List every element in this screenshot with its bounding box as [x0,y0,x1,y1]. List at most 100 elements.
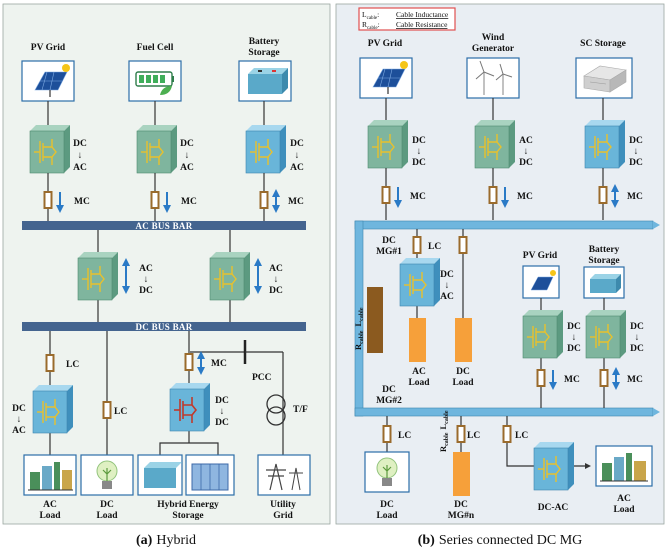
conv3-dc: DC [290,139,304,149]
r-dc-load-bulb-icon [364,451,410,493]
hes-conv-dc1: DC [215,396,229,406]
r-label-wind-1: Wind [482,33,505,43]
dc-load-bulb-icon [80,454,134,496]
caption-left-tag: (a) [136,533,153,548]
acdc2-ac: AC [269,264,283,274]
r-ac-load-icon [595,445,653,487]
pcc-label: PCC [252,373,272,383]
r-mg1-acload-1: AC [412,367,426,377]
mc-switch-fuelcell [150,191,160,209]
r-cable-rl-block [367,287,383,353]
conv1-dc: DC [73,139,87,149]
r-lc-switch-mg1 [412,236,422,254]
svg-text:(b)Series connected DC MG: (b)Series connected DC MG [418,533,583,548]
acdc1-arrow: ↓ [144,275,149,285]
r-mgn-r-sym: R [438,445,448,452]
r-cable-l-sub: cable [359,307,365,321]
r-bat-conv-arrow: ↓ [635,333,640,343]
conv2-dc: DC [180,139,194,149]
r-mg1-conv-ac: AC [440,292,454,302]
r-bat-label-2: Storage [588,256,619,266]
r-conv3-dc2: DC [629,158,643,168]
conv1-arrow: ↓ [78,151,83,161]
transformer-icon [266,394,286,426]
acdc1-ac: AC [139,264,153,274]
converter-acdc-2 [209,251,251,301]
dc-bus-label: DC BUS BAR [135,322,192,332]
r-lc-switch-mgn [456,425,466,443]
acdc1-dc: DC [139,286,153,296]
r-pv2-conv-dc1: DC [567,322,581,332]
lc-switch-dcload [102,401,112,419]
r-mg1-conv-dc: DC [440,270,454,280]
r-dc-load-bar [455,318,472,362]
r-mc-switch-pv [381,186,391,204]
conv2-ac: AC [180,163,194,173]
caption-right: Series connected DC MG [439,533,582,548]
r-lc-switch-mg1-dcload [458,236,468,254]
r-wind-turbine-icon [466,57,520,99]
conv2-arrow: ↓ [185,151,190,161]
r-lc-label-dcload2: LC [398,431,411,441]
r-mg1-conv-arrow: ↓ [445,281,450,291]
r-mc-switch-wind [488,186,498,204]
r-converter-pv-dcdc [367,119,409,169]
r-cable-r-sub: cable [359,330,365,344]
r-mgn-bar [453,452,470,496]
r-sc-storage-icon [575,57,633,99]
r-mgn-1: DC [454,500,468,510]
acload-conv-ac: AC [12,426,26,436]
fuel-cell-icon [128,60,182,102]
label-battery-storage-2: Storage [248,48,279,58]
acdc2-arrow: ↓ [274,275,279,285]
hybrid-storage-icon [137,454,235,496]
r-converter-mg1-dcac [399,257,441,307]
svg-text:Rcable:: Rcable: [362,20,380,31]
svg-text:Lcable:: Lcable: [362,10,379,21]
r-lc-label-mgn: LC [467,431,480,441]
r-conv2-ac: AC [519,136,533,146]
r-converter-sc-dcdc [584,119,626,169]
conv3-ac: AC [290,163,304,173]
lc-switch-acload [45,354,55,372]
label-hes-2: Storage [172,511,203,521]
r-mg1-2: MG#1 [376,247,402,257]
legend-l-text: Cable Inductance [396,10,449,19]
r-mg1-dcload-2: Load [452,378,474,388]
r-battery-icon [583,266,625,299]
r-conv2-dc: DC [519,158,533,168]
legend-r-colon: : [378,20,380,29]
cable-legend: Lcable: Cable Inductance Rcable: Cable R… [358,7,456,31]
mc-label-2: MC [181,197,197,207]
r-acload-2: Load [613,505,635,515]
svg-text:RcableLcable: RcableLcable [438,410,450,452]
r-mc-switch-pv2 [536,369,546,387]
r-mc-label-2: MC [517,192,533,202]
r-cable-l-sym: L [353,321,363,327]
r-pv2-conv-dc2: DC [567,344,581,354]
r-bat-conv-dc2: DC [630,344,644,354]
converter-fuelcell-dcac [136,124,178,174]
legend-l-colon: : [377,10,379,19]
r-acload-1: AC [617,494,631,504]
r-mc-switch-sc [598,186,608,204]
converter-hes-dcdc [169,382,211,432]
label-dc-load-1: DC [100,500,114,510]
tf-label: T/F [293,405,308,415]
utility-grid-icon [257,454,311,496]
svg-text:RcableLcable: RcableLcable [353,307,365,350]
r-mg1-acload-2: Load [408,378,430,388]
r-conv2-arrow: ↓ [524,147,529,157]
r-mgn-2: MG#n [448,511,475,521]
legend-l-sub: cable [367,16,378,21]
mc-switch-pv [43,191,53,209]
r-mg1-1: DC [382,236,396,246]
r-ac-load-bar [409,318,426,362]
converter-acdc-1 [77,251,119,301]
r-converter-wind-acdc [474,119,516,169]
r-mgn-r-sub: cable [444,432,450,446]
r-label-pv-grid: PV Grid [368,39,403,49]
r-conv1-arrow: ↓ [417,147,422,157]
label-hes-1: Hybrid Energy [157,500,219,510]
